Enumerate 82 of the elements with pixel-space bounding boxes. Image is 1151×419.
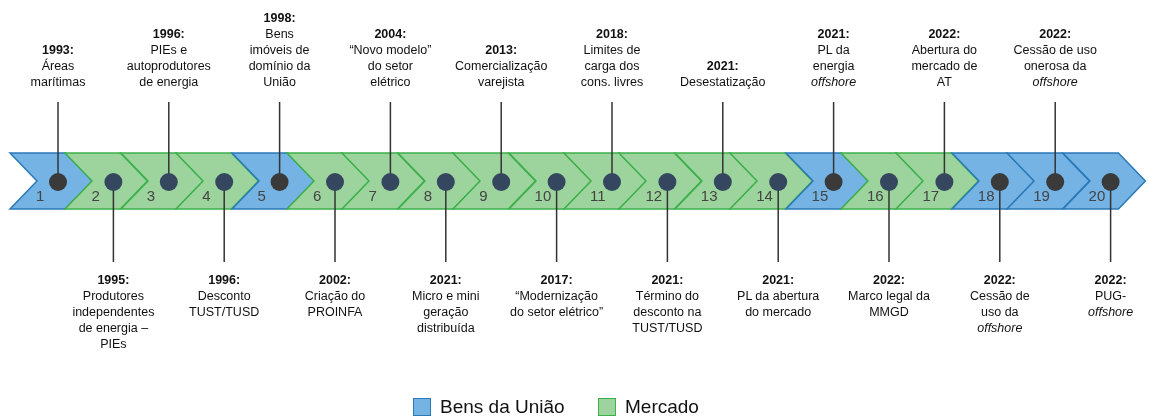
step-number: 1 [36,188,45,204]
leader-line [658,173,677,263]
milestone-text: Limites de carga dos cons. livres [579,42,645,90]
milestone-text: Marco legal da MMGD [847,288,931,320]
step-number: 12 [645,188,663,204]
leader-line [215,173,234,263]
milestone-text: Cessão de uso onerosa da offshore [1012,42,1098,90]
year-label: 2021: [816,26,851,42]
step-number: 8 [423,188,433,204]
step-number: 9 [479,188,488,204]
milestone-text: Áreas marítimas [29,58,87,90]
milestone-text: Criação do PROINFA [303,288,367,320]
year-label: 2013: [484,42,519,58]
year-label: 2018: [595,26,629,42]
year-label: 2004: [373,26,408,42]
step-number: 10 [534,188,552,204]
year-label: 2022: [1038,26,1073,42]
year-label: 2021: [705,58,740,74]
year-label: 1993: [41,42,75,58]
year-label: 2022: [872,272,906,288]
milestone-text: PIEs e autoprodutores de energia [125,42,212,90]
milestone-text: PL da energia offshore [810,42,858,90]
step-number: 13 [700,188,718,204]
step-number: 18 [977,188,995,204]
milestone-text: Produtores independentes de energia – PIEs [71,288,156,352]
milestone-text: Abertura do mercado de AT [910,42,979,90]
milestone-text: Desestatização [679,74,767,90]
milestone-text: PL da abertura do mercado [736,288,821,320]
year-label: 2021: [650,272,685,288]
year-label: 2022: [1093,272,1128,288]
step-number: 7 [368,188,377,204]
leader-line [436,173,455,263]
leader-line [492,101,511,191]
leader-line [326,173,344,263]
leader-line [880,173,898,263]
milestone-text: Micro e mini geração distribuída [411,288,481,336]
milestone-text: Desconto TUST/TUSD [188,288,261,320]
leader-line [104,173,123,263]
leader-line [49,101,67,191]
year-label: 1995: [96,272,131,288]
year-label: 2017: [539,272,574,288]
year-label: 1998: [262,10,297,26]
leader-line [990,173,1009,263]
leader-line [270,101,289,191]
step-number: 16 [867,188,884,204]
step-number: 4 [202,188,211,204]
step-number: 14 [756,188,773,204]
leader-line [824,101,843,191]
step-number: 17 [922,188,940,204]
year-label: 1996: [151,26,186,42]
milestone-text: Cessão de uso da offshore [968,288,1031,336]
leader-line [935,101,954,191]
step-number: 19 [1033,188,1050,204]
step-number: 6 [313,188,322,204]
legend-label: Bens da União [440,396,565,418]
milestone-text: Comercialização varejista [454,58,549,90]
leader-line [1101,173,1120,263]
year-label: 2021: [761,272,796,288]
leader-line [381,101,400,191]
leader-line [713,101,732,191]
leader-line [159,101,178,191]
year-label: 2021: [428,272,463,288]
legend-label: Mercado [625,396,699,418]
milestone-text: Término do desconto na TUST/TUSD [631,288,704,336]
leader-line [1046,101,1065,191]
step-number: 20 [1088,188,1106,204]
milestone-text: PUG- offshore [1087,288,1135,320]
leader-line [769,173,788,263]
step-number: 3 [146,188,156,204]
step-number: 11 [590,188,606,204]
year-label: 2022: [927,26,962,42]
milestone-text: Bens imóveis de domínio da União [247,26,312,90]
leader-line [603,101,621,191]
step-number: 5 [257,188,266,204]
milestone-text: “Modernização do setor elétrico” [509,288,605,320]
leader-line [547,173,566,263]
step-number: 2 [91,188,100,204]
year-label: 2022: [982,272,1017,288]
milestone-text: “Novo modelo” do setor elétrico [348,42,433,90]
year-label: 1996: [207,272,242,288]
step-number: 15 [811,188,829,204]
year-label: 2002: [318,272,352,288]
